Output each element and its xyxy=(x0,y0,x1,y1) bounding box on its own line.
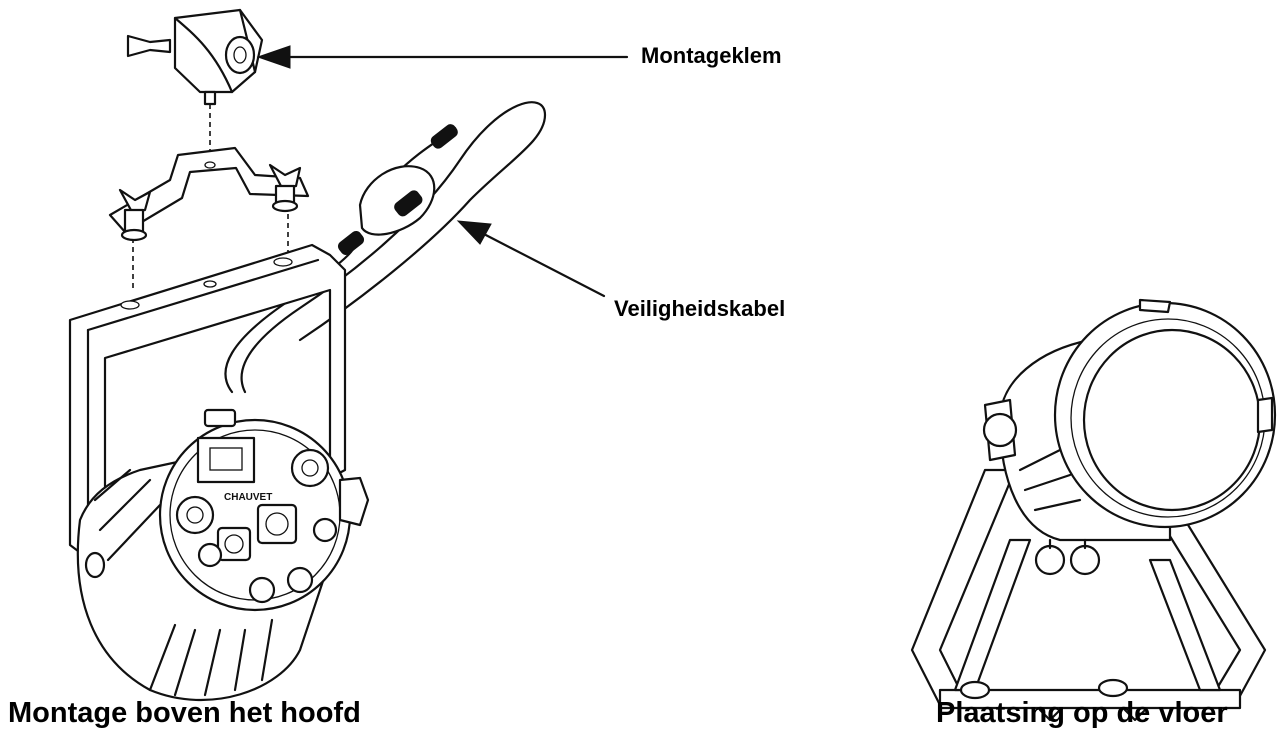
clamp-callout-arrow xyxy=(256,45,629,69)
fixture-yoke xyxy=(68,243,347,562)
floor-fixture-lens xyxy=(1053,298,1277,529)
mounting-bracket xyxy=(108,146,310,242)
floor-stand xyxy=(910,468,1267,722)
cable-callout-arrow xyxy=(456,220,606,298)
fixture-body: CHAUVET xyxy=(76,408,370,702)
mounting-clamp xyxy=(126,8,264,106)
mounting-clamp-label: Montageklem xyxy=(641,43,782,68)
floor-placement-caption: Plaatsing op de vloer xyxy=(936,697,1228,729)
overhead-mounting-caption: Montage boven het hoofd xyxy=(8,697,361,729)
safety-cable xyxy=(224,101,547,394)
fixture-logo: CHAUVET xyxy=(224,492,272,503)
overhead-fixture-illustration: CHAUVET xyxy=(68,8,629,702)
safety-cable-label: Veiligheidskabel xyxy=(614,296,786,321)
floor-fixture-illustration xyxy=(910,298,1277,722)
